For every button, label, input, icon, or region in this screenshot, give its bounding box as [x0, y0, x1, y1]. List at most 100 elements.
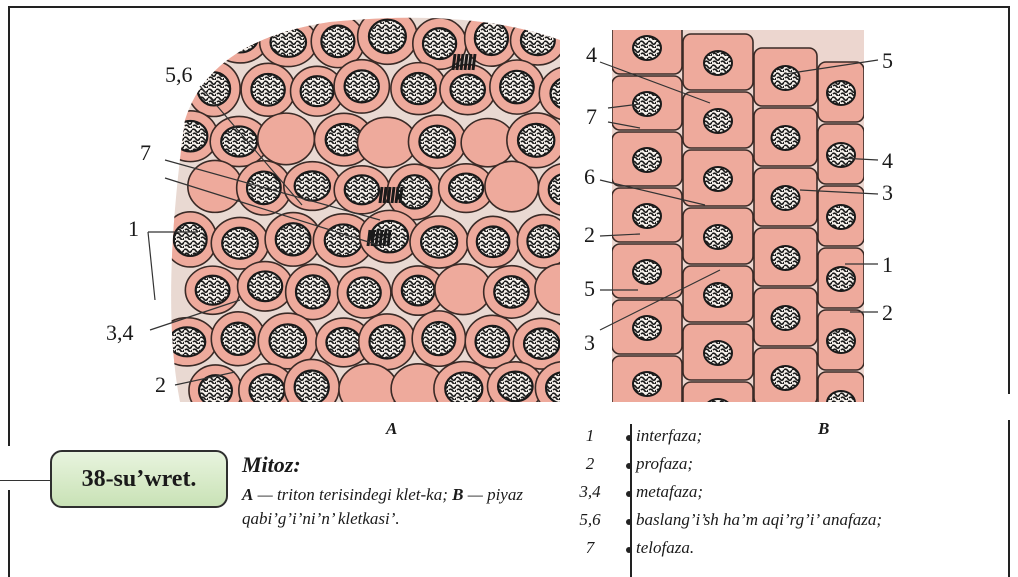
cell-nucleus [827, 143, 855, 167]
caption-a-text: — triton terisindegi klet-ka; [253, 485, 452, 504]
label-b-right-3: 3 [882, 180, 893, 205]
chromosome [388, 230, 390, 246]
label-a-7: 7 [140, 140, 151, 165]
cell-nucleus [295, 371, 329, 404]
legend-number: 7 [560, 538, 620, 558]
cell-nucleus [326, 124, 363, 156]
label-b-left-5: 5 [584, 276, 595, 301]
cell-nucleus [518, 124, 554, 157]
cell-nucleus [500, 71, 534, 103]
cell-nucleus [222, 21, 259, 53]
cell-nucleus [633, 260, 661, 284]
cell-nucleus [704, 399, 732, 423]
chromosome [388, 187, 390, 203]
cell-nucleus [345, 175, 379, 204]
legend-item: 2 profaza; [560, 454, 1010, 478]
label-b-left-6: 6 [584, 164, 595, 189]
cell-nucleus [295, 171, 330, 200]
cell-nucleus [704, 109, 732, 133]
frame-left-border-lower [8, 490, 10, 577]
legend-text: baslang’i’sh ha’m aqi’rg’i’ anafaza; [636, 510, 882, 530]
label-b-left-2: 2 [584, 222, 595, 247]
tissue-cell [258, 113, 315, 165]
legend-number: 5,6 [560, 510, 620, 530]
chromosome [453, 54, 455, 70]
label-b-left-3: 3 [584, 330, 595, 355]
label-a-2: 2 [155, 372, 166, 397]
cell-nucleus [369, 20, 406, 53]
caption-title: Mitoz: [242, 452, 301, 478]
cell-nucleus [248, 271, 282, 301]
cell-nucleus [546, 372, 581, 404]
cell-nucleus [521, 26, 555, 56]
legend-bullet [626, 547, 632, 553]
cell-nucleus [550, 77, 587, 109]
cell-nucleus [419, 126, 455, 158]
cell-nucleus [633, 148, 661, 172]
chromosome [473, 54, 475, 70]
caption-a-key: A [242, 485, 253, 504]
legend-item: 7 telofaza. [560, 538, 1010, 562]
label-b-right-1: 1 [882, 252, 893, 277]
cell-nucleus [827, 267, 855, 291]
label-b-left-7: 7 [586, 104, 597, 129]
legend-text: metafaza; [636, 482, 703, 502]
label-b-right-2: 2 [882, 300, 893, 325]
cell-nucleus [494, 276, 529, 307]
cell-nucleus [633, 204, 661, 228]
legend-text: telofaza. [636, 538, 694, 558]
cell-nucleus [772, 246, 800, 270]
mitosis-figure: 5,6 7 1 3,4 2 A 4 7 6 2 5 3 5 4 3 1 2 B [0, 0, 1018, 440]
chromosome [400, 187, 402, 203]
cell-nucleus [827, 81, 855, 105]
cell-nucleus [369, 325, 404, 358]
panel-a-tissue [150, 0, 598, 417]
cell-nucleus [772, 66, 800, 90]
cell-nucleus [450, 75, 484, 105]
cell-nucleus [827, 329, 855, 353]
chromosome [380, 230, 382, 246]
chromosome [380, 187, 382, 203]
chromosome [376, 230, 378, 246]
chromosome [392, 187, 394, 203]
cell-nucleus [325, 224, 362, 256]
cell-nucleus [174, 26, 207, 56]
caption-b-key: B [452, 485, 463, 504]
cell-nucleus [199, 375, 232, 406]
chromosome [465, 54, 467, 70]
label-a-3-4: 3,4 [106, 320, 134, 345]
cell-nucleus [527, 225, 560, 257]
legend-bullet [626, 519, 632, 525]
legend-number: 1 [560, 426, 620, 446]
label-b-right-4: 4 [882, 148, 893, 173]
legend-bullet [626, 463, 632, 469]
cell-nucleus [422, 322, 455, 355]
legend-number: 3,4 [560, 482, 620, 502]
label-b-right-5: 5 [882, 48, 893, 73]
tissue-cell [535, 264, 589, 315]
legend-item: 3,4 metafaza; [560, 482, 1010, 506]
legend-number: 2 [560, 454, 620, 474]
legend-item: 1interfaza; [560, 426, 1010, 450]
cell-nucleus [549, 174, 583, 205]
legend-bullet [626, 435, 632, 441]
chromosome [469, 54, 471, 70]
panel-a-letter: A [385, 419, 397, 438]
cell-nucleus [196, 276, 230, 305]
cell-nucleus [423, 28, 456, 59]
cell-nucleus [169, 327, 205, 356]
cell-nucleus [475, 21, 508, 55]
tissue-cell [339, 364, 398, 416]
cell-nucleus [477, 226, 509, 257]
legend-text: profaza; [636, 454, 693, 474]
cell-nucleus [401, 73, 435, 104]
cell-nucleus [301, 76, 334, 106]
cell-nucleus [251, 74, 284, 106]
cell-nucleus [270, 324, 307, 357]
cell-nucleus [633, 36, 661, 60]
cell-nucleus [345, 70, 379, 102]
cell-nucleus [321, 26, 354, 57]
cell-nucleus [633, 372, 661, 396]
cell-nucleus [222, 228, 258, 259]
cell-nucleus [827, 391, 855, 415]
